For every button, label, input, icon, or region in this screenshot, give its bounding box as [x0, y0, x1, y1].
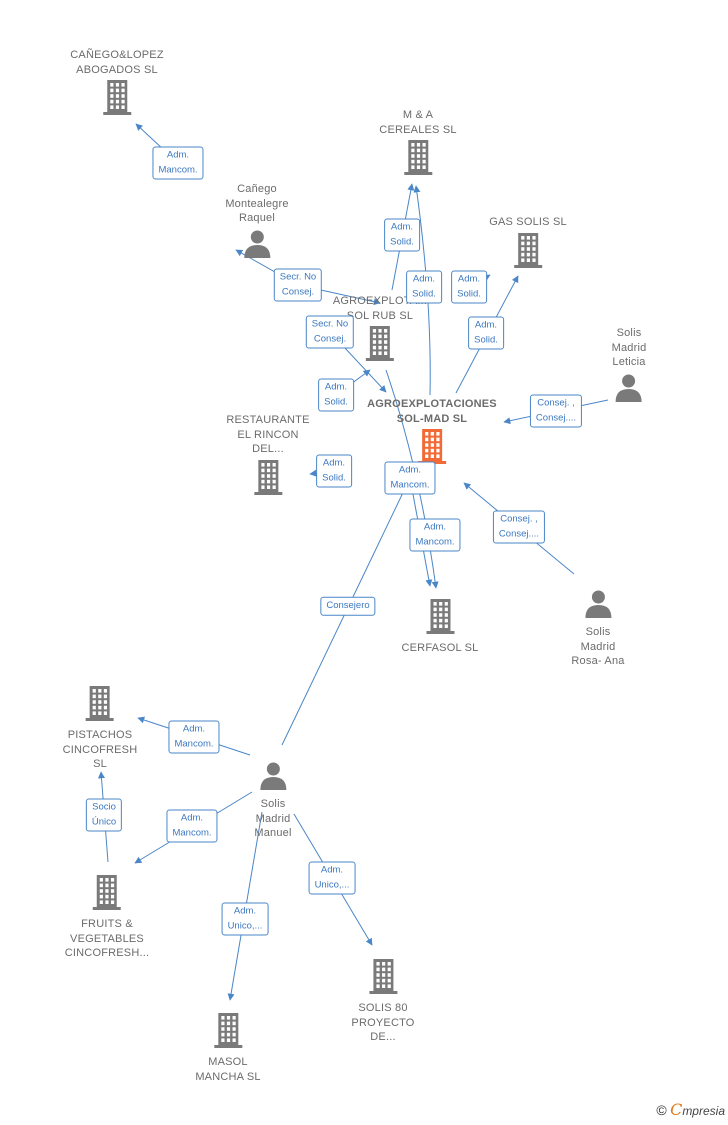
building-icon — [65, 874, 150, 915]
person-icon — [254, 760, 291, 795]
brand-footer: © Cmpresia — [656, 1100, 725, 1119]
person-icon — [612, 372, 647, 407]
node-label: GAS SOLIS SL — [489, 216, 567, 228]
building-icon — [226, 459, 309, 500]
building-icon — [63, 685, 138, 726]
relation-tag[interactable]: Adm.Mancom. — [152, 146, 204, 180]
copyright-icon: © — [656, 1102, 667, 1118]
node-agro-sol-rub[interactable]: AGROEXPLOTA...SOL RUB SL — [333, 294, 427, 368]
person-icon — [225, 228, 288, 263]
relation-tag[interactable]: Adm.Mancom. — [409, 518, 461, 552]
building-icon — [351, 958, 414, 999]
relation-tag[interactable]: Adm.Mancom. — [166, 809, 218, 843]
building-icon — [379, 139, 456, 180]
relation-tag[interactable]: Adm.Mancom. — [384, 461, 436, 495]
brand-logo-initial: C — [670, 1100, 683, 1119]
relation-tag[interactable]: Adm.Solid. — [451, 270, 487, 304]
relation-tag[interactable]: Consej. ,Consej.... — [529, 394, 583, 428]
relation-tag[interactable]: Adm.Solid. — [316, 454, 352, 488]
building-icon — [333, 325, 427, 366]
relation-tag[interactable]: Consejero — [320, 596, 376, 616]
relation-tag[interactable]: Adm.Unico,... — [221, 902, 269, 936]
building-icon — [489, 232, 567, 273]
node-label: AGROEXPLOTA...SOL RUB SL — [332, 295, 428, 322]
relation-tag[interactable]: Adm.Solid. — [468, 316, 504, 350]
node-cerfasol[interactable]: CERFASOL SL — [402, 596, 479, 656]
building-icon — [402, 598, 479, 639]
relation-tag[interactable]: Adm.Mancom. — [168, 720, 220, 754]
relation-tag[interactable]: Adm.Solid. — [384, 218, 420, 252]
relation-tag[interactable]: Adm.Solid. — [406, 270, 442, 304]
node-gas-solis[interactable]: GAS SOLIS SL — [489, 215, 567, 275]
person-icon — [571, 588, 624, 623]
node-label: CERFASOL SL — [401, 642, 479, 654]
building-icon — [70, 79, 163, 120]
relation-tag[interactable]: Adm.Solid. — [318, 378, 354, 412]
relation-tag[interactable]: Adm.Unico,... — [308, 861, 356, 895]
relation-tag[interactable]: Consej. ,Consej.... — [492, 510, 546, 544]
brand-logo-text: mpresia — [682, 1104, 725, 1118]
building-icon — [195, 1012, 260, 1053]
